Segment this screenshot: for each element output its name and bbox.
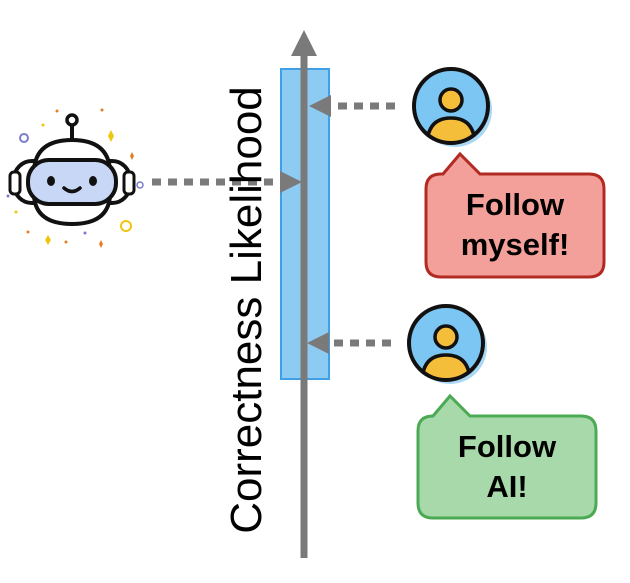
robot-pointer-arrow	[152, 171, 302, 193]
speech-bubble-follow-ai	[416, 393, 598, 520]
bubble-line: Follow	[457, 429, 557, 464]
axis-label: Correctness Likelihood	[222, 86, 271, 534]
robot-icon	[6, 108, 144, 248]
user-icon	[407, 304, 487, 384]
user-icon	[412, 67, 492, 147]
bubble-text-follow-ai: Follow AI!	[418, 427, 596, 507]
bubble-line: Follow	[465, 187, 565, 222]
bubble-line: myself!	[460, 227, 570, 262]
bubble-line: AI!	[486, 469, 528, 504]
axis-arrow	[291, 30, 317, 558]
user-bottom-pointer-arrow	[307, 332, 391, 354]
bubble-text-follow-myself: Follow myself!	[426, 185, 604, 265]
speech-bubble-follow-myself	[424, 151, 606, 279]
user-top-pointer-arrow	[309, 95, 395, 117]
